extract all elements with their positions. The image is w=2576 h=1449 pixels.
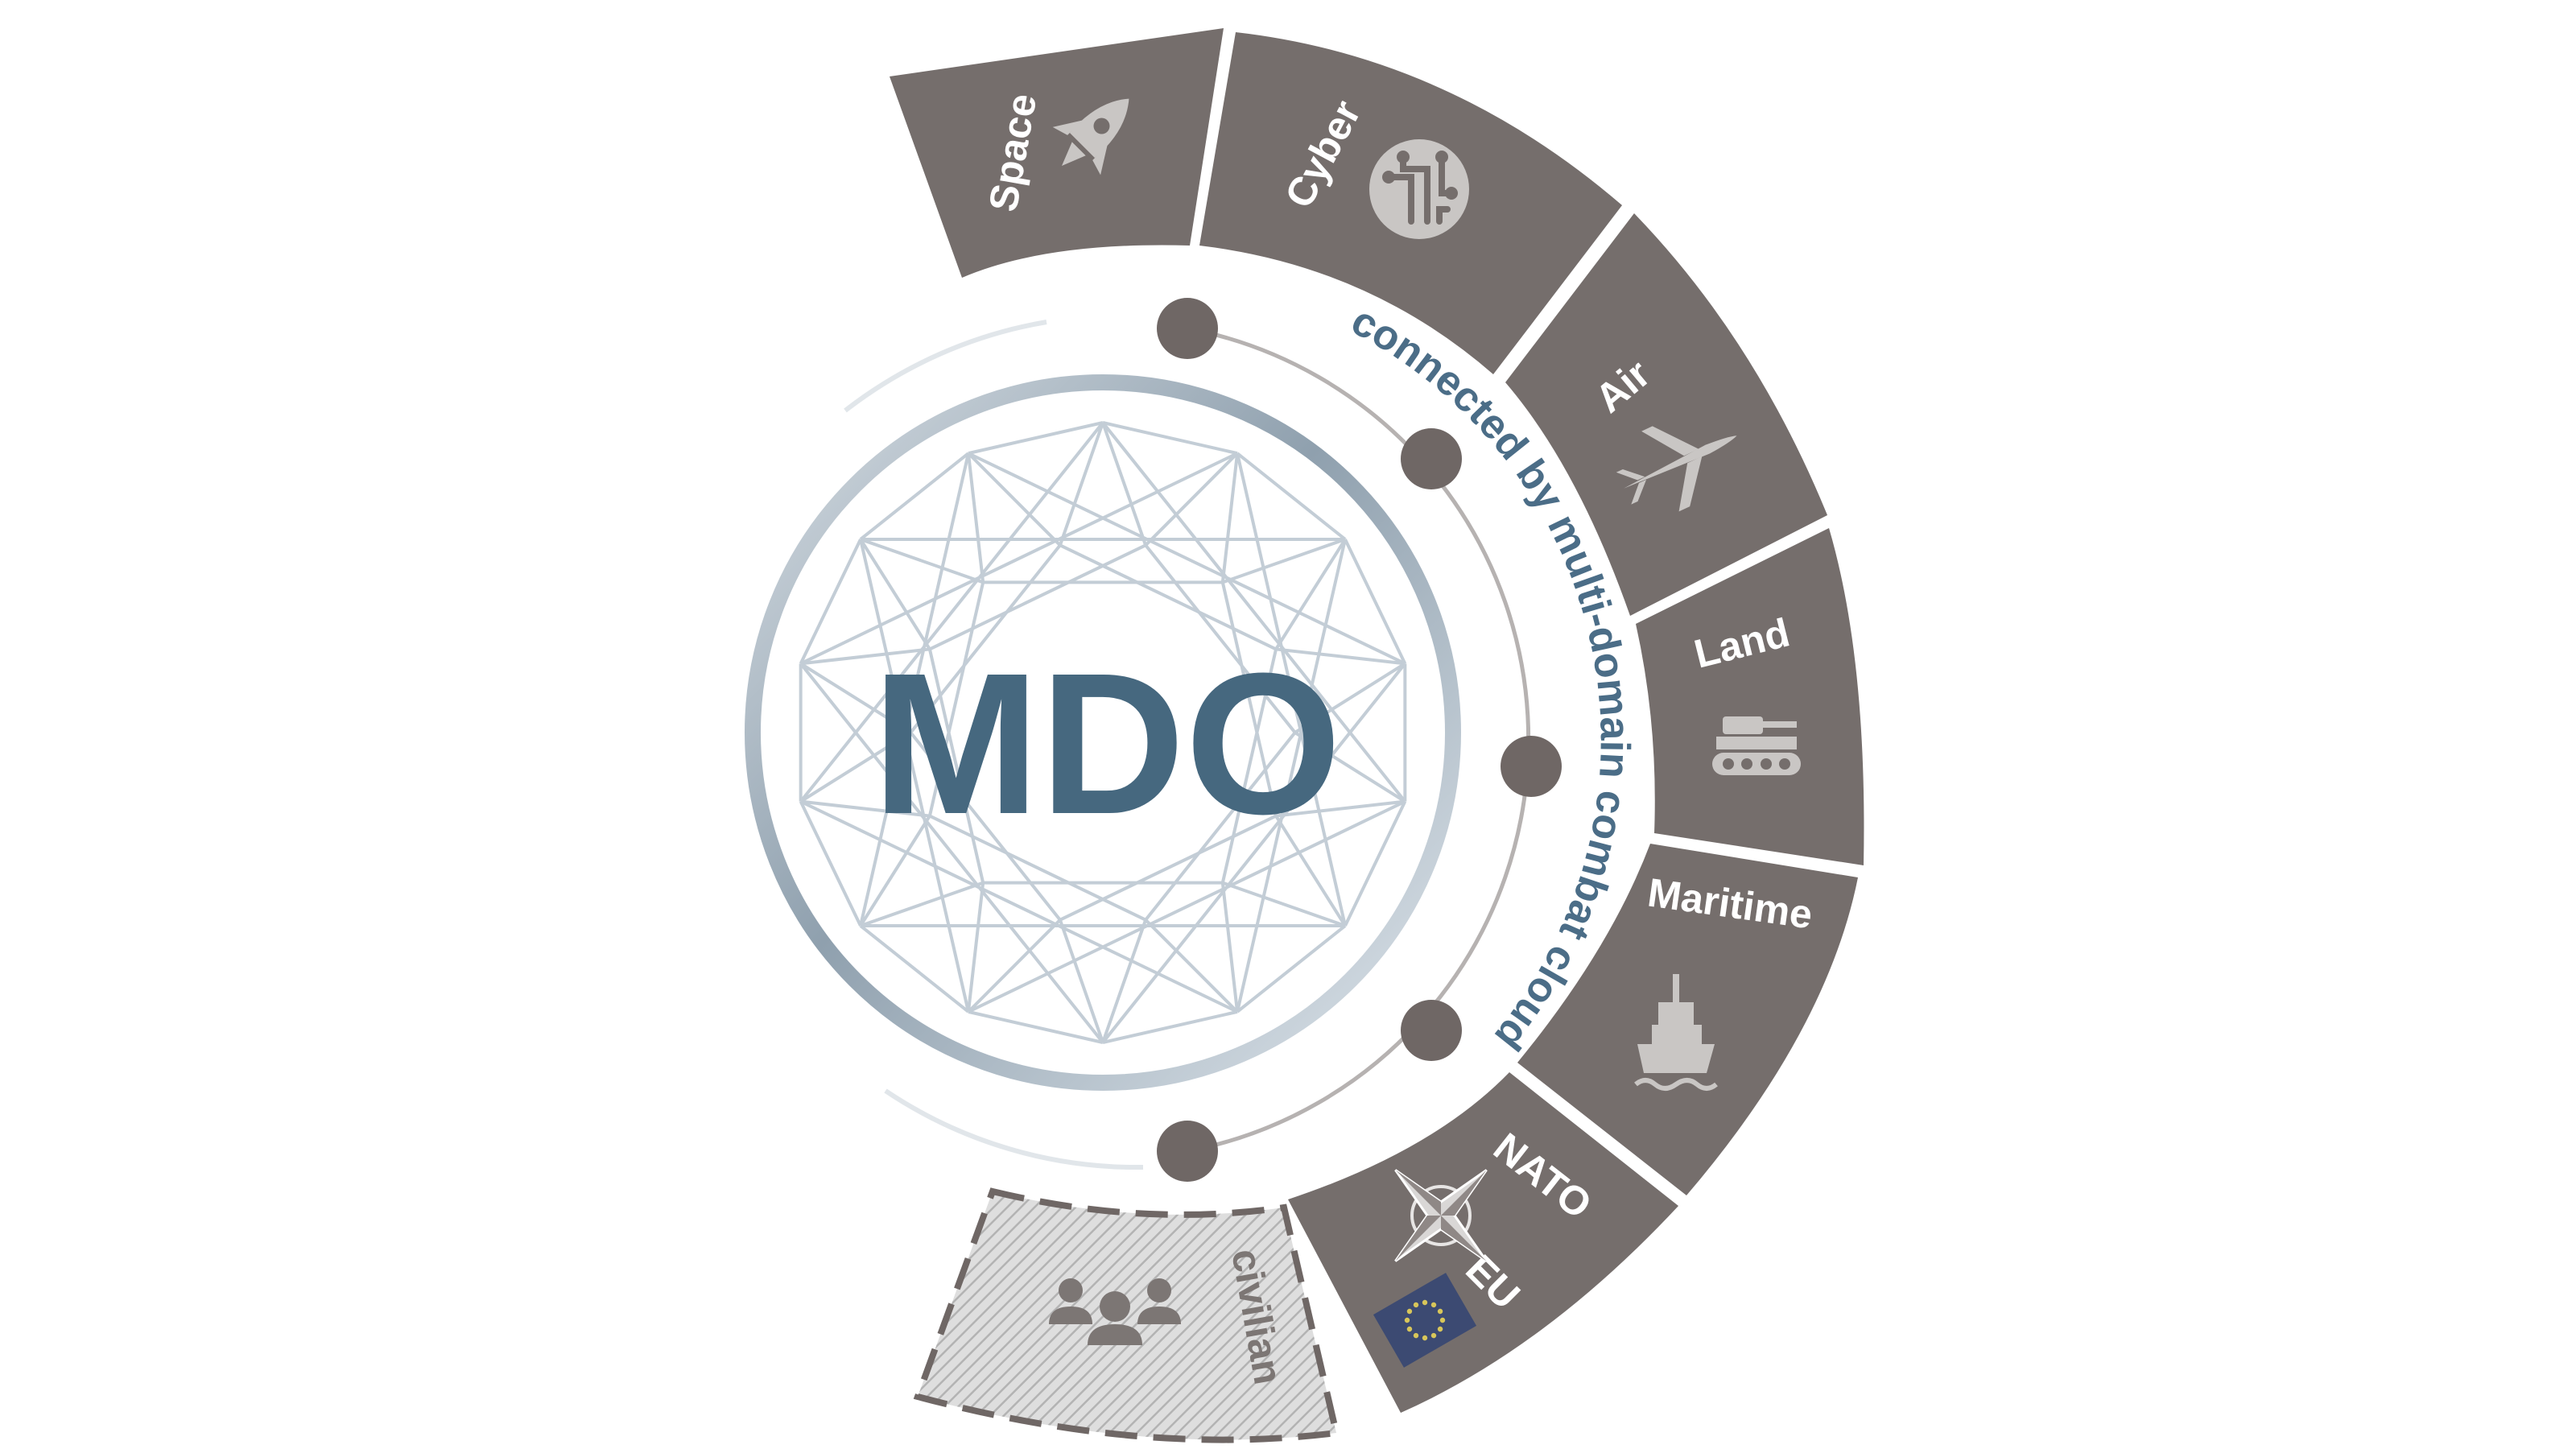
eu-flag-icon (1373, 1273, 1477, 1368)
segment-land (1636, 528, 1864, 865)
center-ring (745, 374, 1461, 1091)
node-4 (1401, 1000, 1462, 1061)
nato-compass-icon (1394, 1169, 1488, 1262)
segment-space (890, 28, 1224, 278)
tank-icon (1712, 716, 1801, 775)
faint-arcs (844, 320, 1144, 1170)
jet-icon (1616, 426, 1737, 512)
rocket-icon (1052, 98, 1129, 175)
center-title: MDO (872, 631, 1341, 856)
node-1 (1157, 298, 1218, 359)
circuit-icon (1369, 139, 1469, 239)
people-group-icon (1049, 1278, 1181, 1345)
warship-icon (1634, 974, 1718, 1091)
connection-nodes (1157, 298, 1562, 1182)
segment-air (1505, 213, 1827, 616)
node-5 (1157, 1121, 1218, 1182)
node-3 (1501, 736, 1562, 797)
geodesic-sphere-icon (799, 421, 1407, 1044)
node-2 (1401, 428, 1462, 489)
